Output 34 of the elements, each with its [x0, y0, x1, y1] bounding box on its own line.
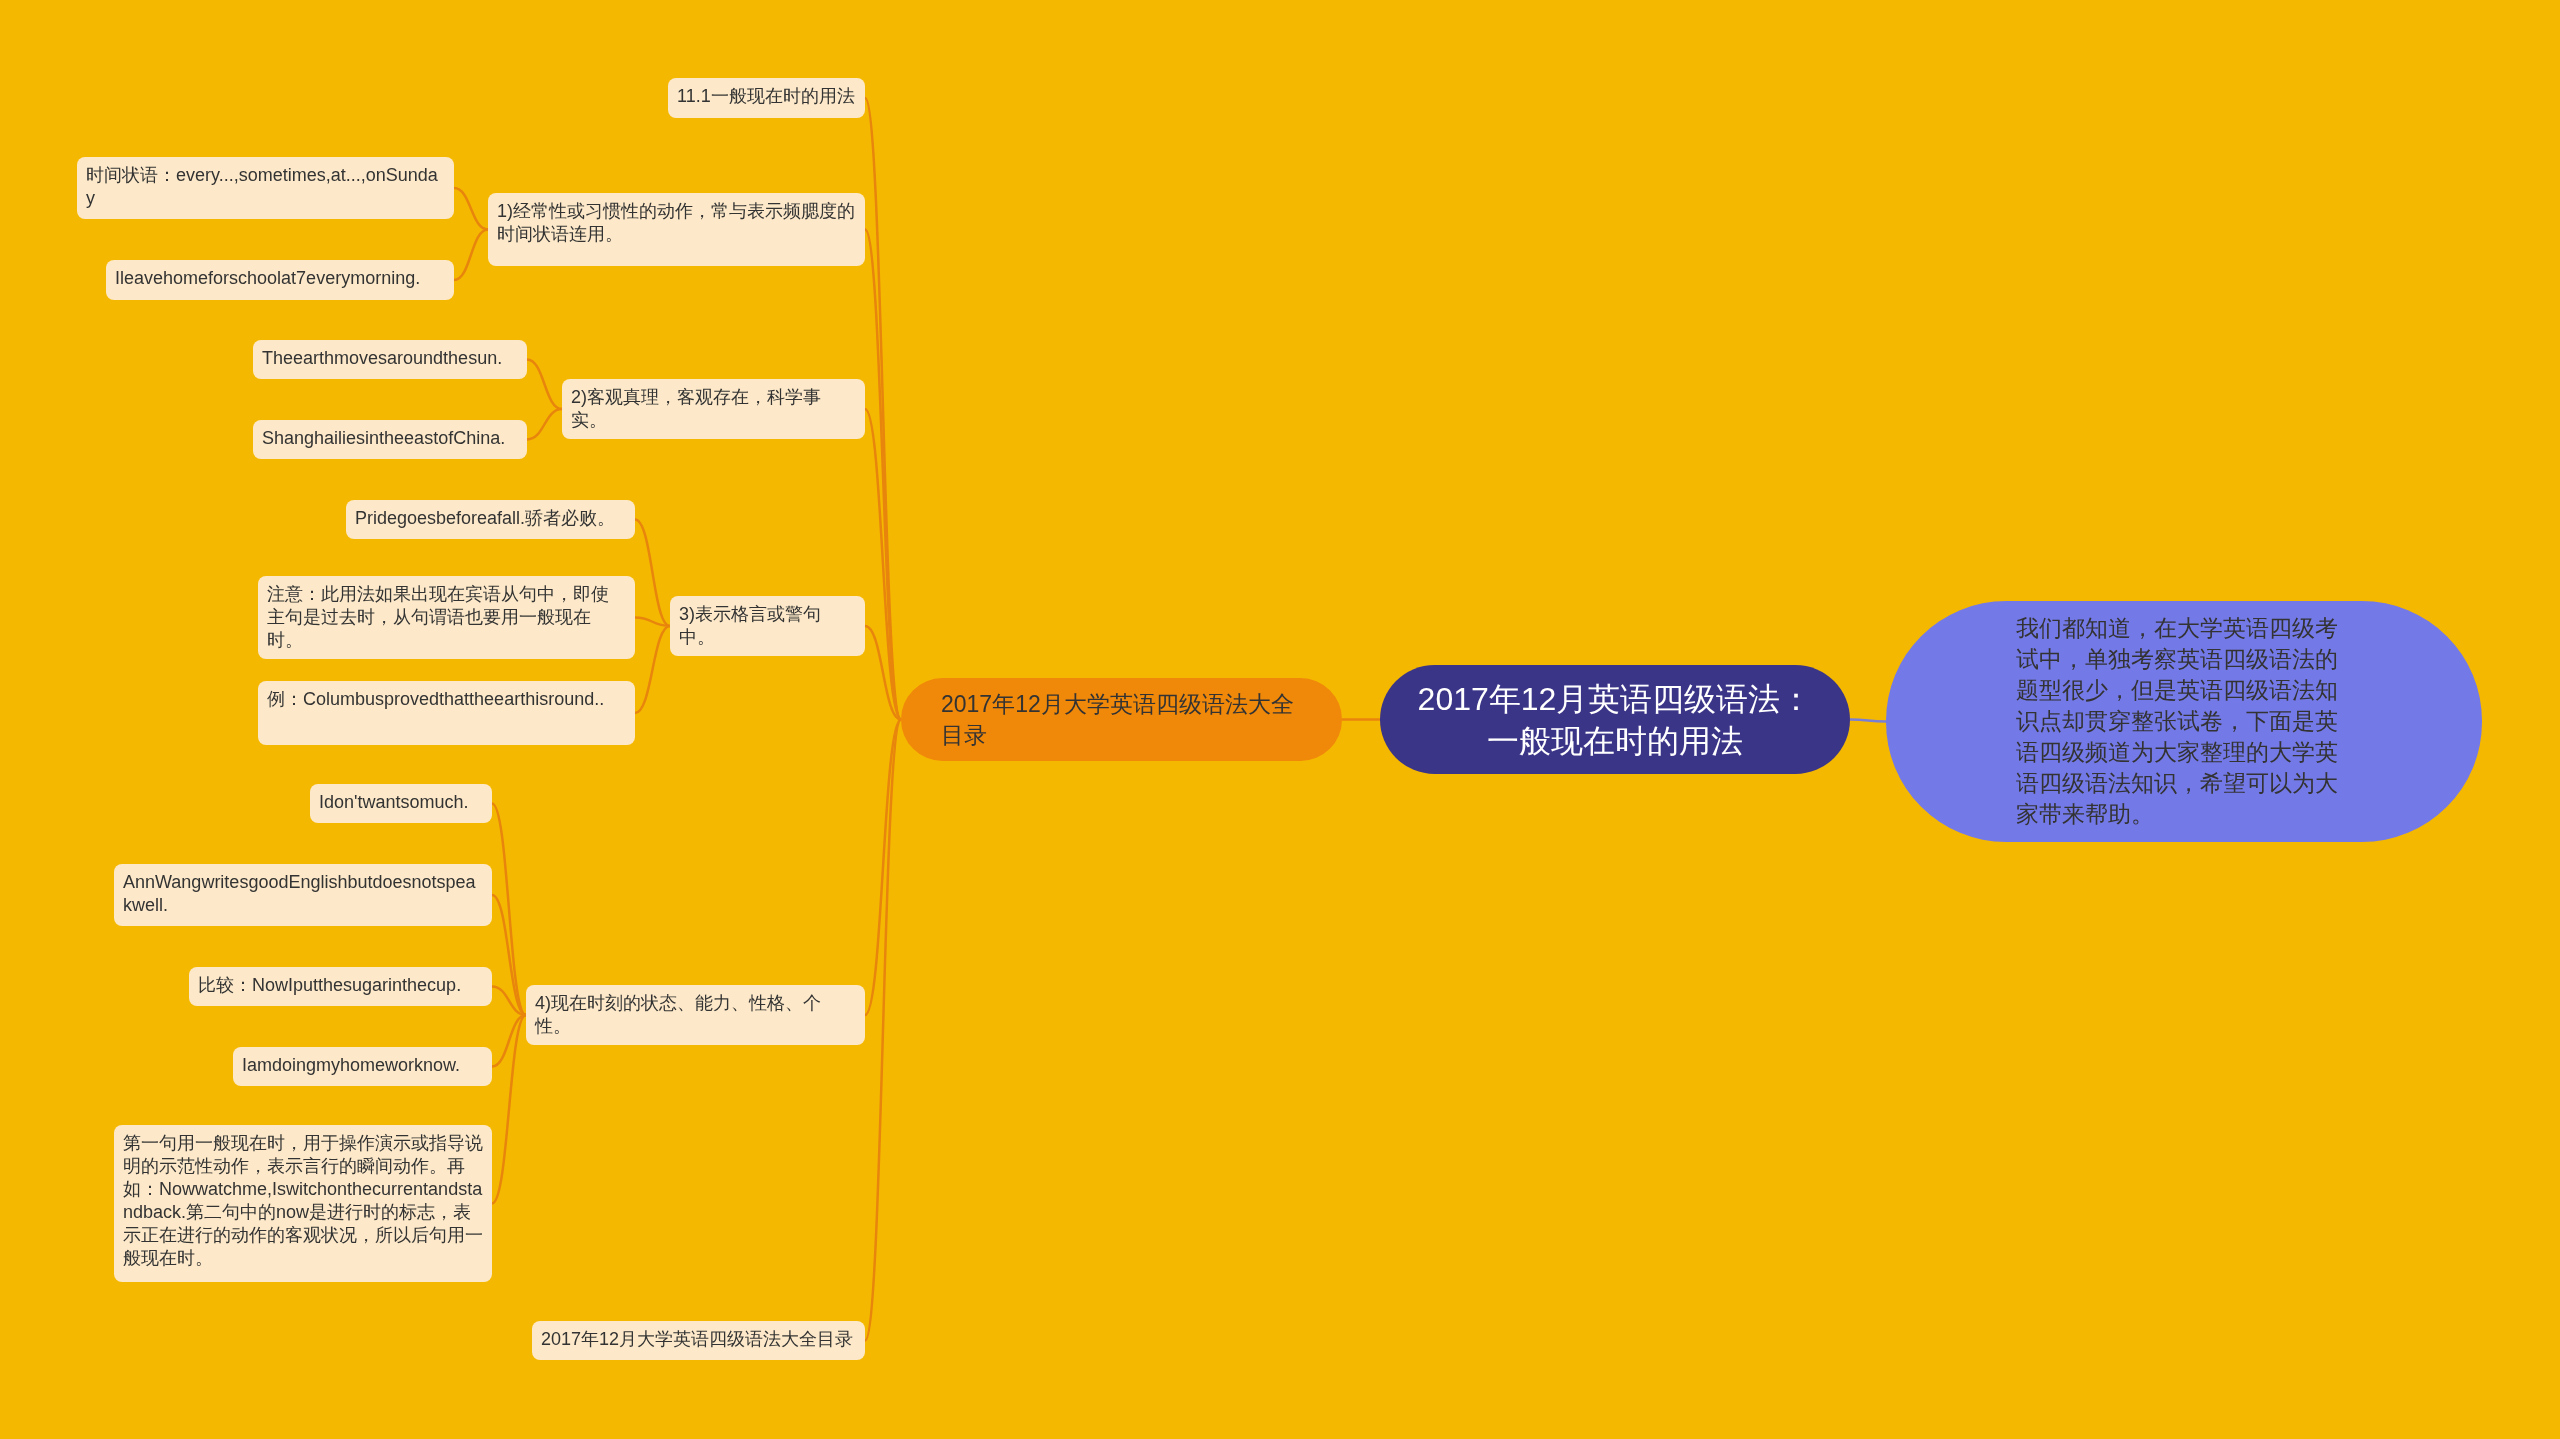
topic-box: Theearthmovesaroundthesun.: [253, 340, 527, 379]
description-bubble: 我们都知道，在大学英语四级考试中，单独考察英语四级语法的题型很少，但是英语四级语法知识点却贯穿整张试卷，下面是英语四级频道为大家整理的大学英语四级语法知识，希望可以为大家带来帮助。: [1886, 601, 2482, 842]
topic-pill: 2017年12月大学英语四级语法大全目录: [901, 678, 1342, 761]
topic-box: Iamdoingmyhomeworknow.: [233, 1047, 492, 1086]
topic-box: 1)经常性或习惯性的动作，常与表示频腮度的时间状语连用。: [488, 193, 865, 266]
connector-line: [491, 1014, 527, 1205]
topic-box: 3)表示格言或警句中。: [670, 596, 865, 656]
topic-box: 时间状语：every...,sometimes,at...,onSunday: [77, 157, 454, 219]
connector-line: [864, 718, 902, 1016]
topic-box: 比较：NowIputthesugarinthecup.: [189, 967, 492, 1006]
connector-line: [1342, 718, 1380, 721]
central-topic: 2017年12月英语四级语法：一般现在时的用法: [1380, 665, 1850, 774]
topic-box: 注意：此用法如果出现在宾语从句中，即使主句是过去时，从句谓语也要用一般现在时。: [258, 576, 635, 659]
topic-box: 11.1一般现在时的用法: [668, 78, 865, 118]
connector-line: [863, 719, 903, 1341]
topic-box: Ileavehomeforschoolat7everymorning.: [106, 260, 454, 300]
topic-box: 4)现在时刻的状态、能力、性格、个性。: [526, 985, 865, 1045]
topic-box: 第一句用一般现在时，用于操作演示或指导说明的示范性动作，表示言行的瞬间动作。再如：Nowwatchme,Iswitchonthecurrentandstandback.第二句中的now是进行时的标志，表示正在进行的动作的客观状况，所以后句用一般现在时。: [114, 1125, 492, 1282]
topic-box: AnnWangwritesgoodEnglishbutdoesnotspeakwell.: [114, 864, 492, 926]
connector-line: [526, 358, 563, 411]
connector-line: [863, 229, 903, 720]
topic-box: ShanghailiesintheeastofChina.: [253, 420, 527, 459]
connector-line: [453, 228, 489, 282]
topic-box: 2)客观真理，客观存在，科学事实。: [562, 379, 865, 439]
connector-line: [526, 407, 563, 441]
connector-line: [453, 186, 489, 231]
connector-line: [634, 518, 671, 628]
topic-box: 2017年12月大学英语四级语法大全目录: [532, 1321, 865, 1360]
connector-line: [634, 624, 671, 715]
topic-box: 例：Columbusprovedthattheearthisround..: [258, 681, 635, 745]
connector-line: [864, 624, 902, 721]
topic-box: Pridegoesbeforeafall.骄者必败。: [346, 500, 635, 539]
connector-line: [1850, 718, 1886, 723]
topic-box: Idon'twantsomuch.: [310, 784, 492, 823]
